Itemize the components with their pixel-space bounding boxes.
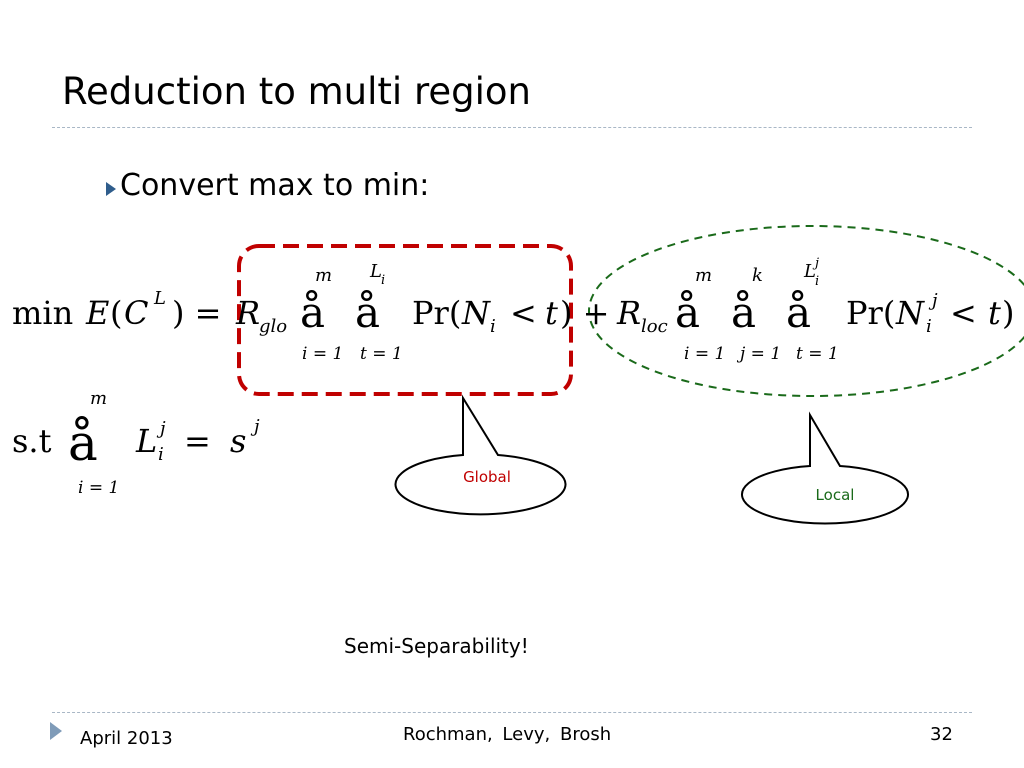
such-that: s.t: [12, 422, 52, 460]
bullet-text: Convert max to min:: [120, 168, 430, 203]
sum3-lower: i = 1: [684, 344, 726, 364]
slide-title: Reduction to multi region: [62, 70, 531, 113]
N1-var: N: [462, 294, 490, 332]
var-C: C: [124, 294, 149, 332]
sum5-upper-superscript: j: [815, 256, 820, 271]
sum3-symbol: å: [675, 288, 701, 337]
constraint-s-superscript: j: [254, 416, 260, 437]
R-global-subscript: glo: [259, 316, 288, 337]
bullet-arrow-icon: [106, 182, 116, 196]
pr1-function: Pr(: [412, 294, 462, 332]
t2-var: t: [988, 294, 1001, 332]
sum5-upper-subscript: i: [815, 274, 820, 289]
paren-open: (: [110, 294, 123, 332]
global-highlight-box: [237, 244, 573, 396]
expectation-E: E: [86, 294, 110, 332]
constraint-sum-symbol: å: [68, 414, 98, 472]
footer-arrow-icon: [50, 722, 62, 740]
footer-date: April 2013: [80, 728, 173, 749]
sum5-lower: t = 1: [796, 344, 839, 364]
footer-authors: Rochman, Levy, Brosh: [403, 724, 612, 745]
global-callout-bubble: [394, 394, 567, 516]
constraint-L-superscript: j: [160, 418, 166, 439]
sum1-upper: m: [315, 265, 333, 286]
N2-superscript: j: [932, 290, 938, 311]
R-local-subscript: loc: [641, 316, 668, 337]
sum1-symbol: å: [300, 288, 326, 337]
t1-var: t: [545, 294, 558, 332]
footer-rule: [52, 712, 972, 713]
local-label: Local: [815, 486, 855, 504]
constraint-L-subscript: i: [158, 444, 164, 465]
sum2-upper-subscript: i: [381, 273, 386, 288]
sum2-symbol: å: [355, 288, 381, 337]
N2-var: N: [896, 294, 924, 332]
less-than-1: <: [510, 294, 537, 332]
title-rule: [52, 127, 972, 128]
C-superscript: L: [154, 288, 166, 309]
R-global: R: [236, 294, 261, 332]
constraint-L: L: [136, 422, 158, 460]
min-operator: min: [12, 294, 74, 332]
local-highlight-ellipse: [588, 225, 1024, 397]
pr2-function: Pr(: [846, 294, 896, 332]
sum5-upper: L: [804, 261, 816, 282]
sum5-symbol: å: [786, 288, 812, 337]
sum1-lower: i = 1: [302, 344, 344, 364]
less-than-2: <: [950, 294, 977, 332]
constraint-sum-upper: m: [90, 388, 108, 409]
paren-close-plus: ) +: [560, 294, 610, 332]
paren-close-equals: ) =: [172, 294, 222, 332]
paren-close-2: ): [1002, 294, 1015, 332]
sum4-lower: j = 1: [740, 344, 782, 364]
R-local: R: [617, 294, 642, 332]
sum3-upper: m: [695, 265, 713, 286]
sum4-upper: k: [752, 265, 763, 286]
page-number: 32: [930, 724, 953, 745]
semi-separability-note: Semi-Separability!: [344, 634, 529, 658]
global-label: Global: [463, 468, 511, 486]
constraint-s: s: [230, 422, 247, 460]
sum2-lower: t = 1: [360, 344, 403, 364]
sum2-upper: L: [370, 261, 382, 282]
constraint-equals: =: [184, 422, 211, 460]
N2-subscript: i: [926, 316, 932, 337]
local-callout-bubble: [741, 411, 909, 525]
N1-subscript: i: [490, 316, 496, 337]
sum4-symbol: å: [731, 288, 757, 337]
constraint-sum-lower: i = 1: [78, 478, 120, 498]
